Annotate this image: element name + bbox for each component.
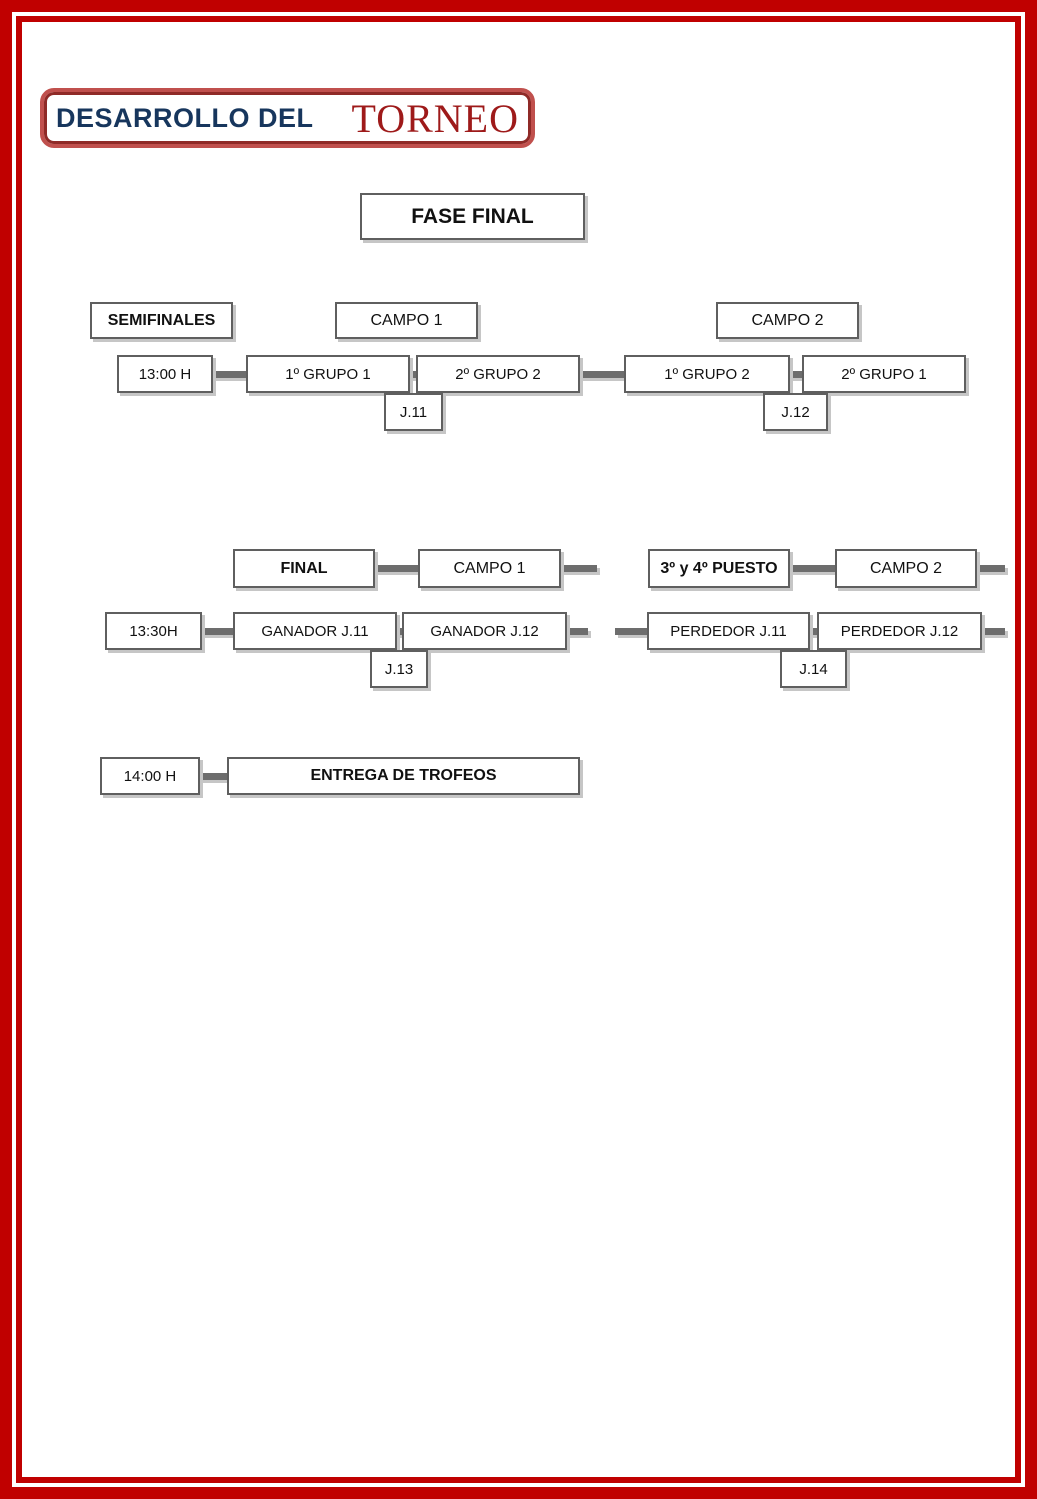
semifinals-header-box: SEMIFINALES [90, 302, 233, 339]
connector-final-time [202, 628, 233, 635]
connector-third-right-stub [982, 628, 1005, 635]
final-teamB-box: GANADOR J.12 [402, 612, 567, 650]
connector-final-right-stub [567, 628, 588, 635]
third-place-teamB-box: PERDEDOR J.12 [817, 612, 982, 650]
third-place-game-box: J.14 [780, 650, 847, 688]
connector-final-header [375, 565, 418, 572]
third-place-header-box: 3º y 4º PUESTO [648, 549, 790, 588]
stage-title-box: FASE FINAL [360, 193, 585, 240]
connector-third-junction [806, 628, 821, 635]
document-title-box: DESARROLLO DEL TORNEO [40, 88, 535, 148]
connector-final-field-stub [561, 565, 597, 572]
semifinals-match2-teamA-box: 1º GRUPO 2 [624, 355, 790, 393]
document-title-red: TORNEO [351, 95, 519, 141]
connector-third-field-stub [977, 565, 1005, 572]
semifinals-match1-teamA-box: 1º GRUPO 1 [246, 355, 410, 393]
third-place-field-box: CAMPO 2 [835, 549, 977, 588]
semifinals-field2-box: CAMPO 2 [716, 302, 859, 339]
connector-third-left-stub [615, 628, 647, 635]
connector-sf-time [213, 371, 246, 378]
connector-third-header [790, 565, 835, 572]
connector-sf-match1-junction [406, 371, 418, 378]
connector-sf-match2-junction [786, 371, 804, 378]
trophy-time-box: 14:00 H [100, 757, 200, 795]
connector-final-junction [393, 628, 406, 635]
semifinals-match1-teamB-box: 2º GRUPO 2 [416, 355, 580, 393]
final-teamA-box: GANADOR J.11 [233, 612, 397, 650]
semifinals-field1-box: CAMPO 1 [335, 302, 478, 339]
semifinals-match2-teamB-box: 2º GRUPO 1 [802, 355, 966, 393]
final-time-box: 13:30H [105, 612, 202, 650]
third-place-teamA-box: PERDEDOR J.11 [647, 612, 810, 650]
semifinals-game2-box: J.12 [763, 393, 828, 431]
semifinals-time-box: 13:00 H [117, 355, 213, 393]
trophy-label-box: ENTREGA DE TROFEOS [227, 757, 580, 795]
semifinals-game1-box: J.11 [384, 393, 443, 431]
final-field-box: CAMPO 1 [418, 549, 561, 588]
connector-sf-between [578, 371, 626, 378]
final-header-box: FINAL [233, 549, 375, 588]
connector-trophy [200, 773, 227, 780]
final-game-box: J.13 [370, 650, 428, 688]
document-title-blue: DESARROLLO DEL [56, 102, 314, 133]
